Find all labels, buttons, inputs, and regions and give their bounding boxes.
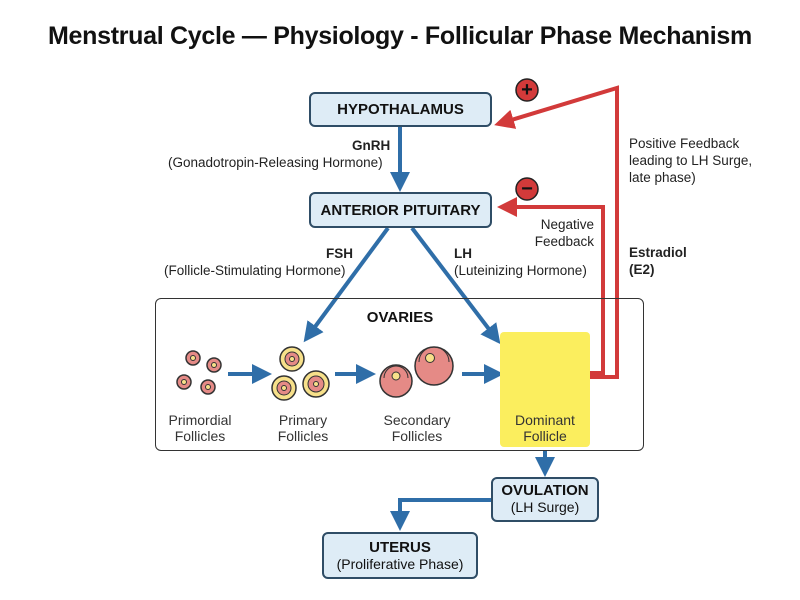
dominant-follicle-highlight [500, 332, 590, 447]
gnrh-fullname: (Gonadotropin-Releasing Hormone) [168, 155, 383, 170]
negative-feedback-arrow [497, 197, 605, 375]
negative-feedback-line2: Feedback [534, 234, 594, 249]
uterus-box: UTERUS (Proliferative Phase) [322, 532, 478, 579]
pituitary-label: ANTERIOR PITUITARY [320, 202, 481, 219]
hypothalamus-box: HYPOTHALAMUS [309, 92, 492, 127]
positive-feedback-line1: Positive Feedback [629, 136, 740, 151]
negative-sign-icon [515, 177, 539, 201]
positive-feedback-line3: late phase) [629, 170, 696, 185]
lh-label: LH [454, 246, 472, 261]
positive-sign-text: + [521, 79, 533, 101]
positive-feedback-line2: leading to LH Surge, [629, 153, 753, 168]
lh-arrow [410, 226, 501, 345]
pituitary-box: ANTERIOR PITUITARY [309, 192, 492, 228]
primordial-follicles-icon [176, 350, 222, 395]
fsh-label: FSH [326, 246, 353, 261]
gnrh-label: GnRH [352, 138, 391, 153]
positive-feedback-arrow [494, 85, 619, 379]
lh-fullname: (Luteinizing Hormone) [454, 263, 587, 278]
page-title: Menstrual Cycle — Physiology - Follicula… [48, 22, 752, 50]
hypothalamus-label: HYPOTHALAMUS [337, 101, 464, 118]
primary-follicles-icon [271, 346, 330, 401]
ovulation-label: OVULATION [501, 482, 589, 499]
ovaries-label: OVARIES [366, 309, 434, 326]
fsh-arrow [303, 226, 390, 343]
fsh-fullname: (Follicle-Stimulating Hormone) [164, 263, 346, 278]
ovaries-frame [155, 298, 644, 451]
estradiol-abbr: (E2) [629, 262, 655, 277]
ovulation-sublabel: (LH Surge) [510, 499, 580, 515]
positive-sign-icon [515, 78, 539, 102]
ovulation-box: OVULATION (LH Surge) [491, 477, 599, 522]
estradiol-label: Estradiol [629, 245, 687, 260]
uterus-sublabel: (Proliferative Phase) [336, 556, 464, 572]
uterus-arrow [390, 498, 491, 531]
secondary-follicles-icon [379, 346, 454, 398]
negative-feedback-line1: Negative [540, 217, 594, 232]
uterus-label: UTERUS [369, 539, 431, 556]
negative-sign-text: − [521, 178, 533, 200]
